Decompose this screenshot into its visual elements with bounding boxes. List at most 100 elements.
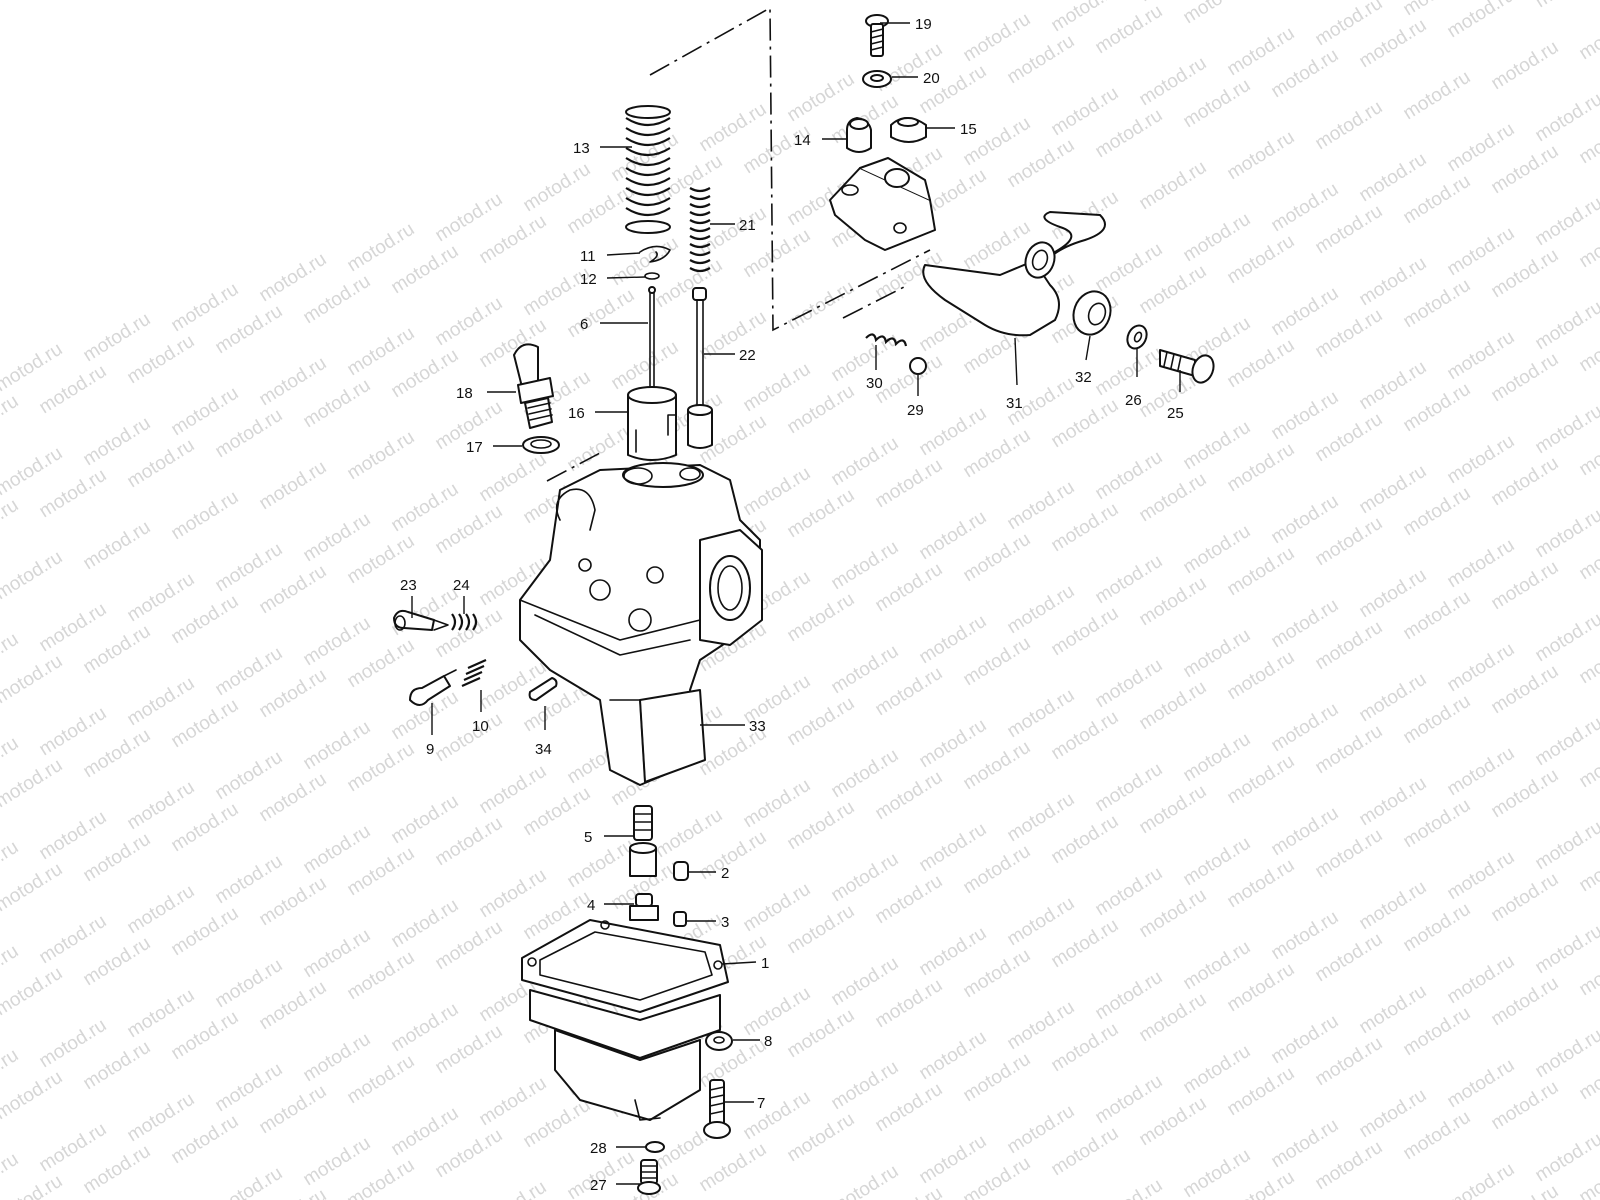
watermark-text: motod.ru (1136, 573, 1211, 631)
callout-23: 23 (400, 577, 417, 594)
watermark-text: motod.ru (1532, 713, 1600, 771)
washer-20 (862, 70, 892, 88)
assembly-guide-lines (546, 6, 931, 482)
watermark-text: motod.ru (1400, 67, 1475, 125)
washer-17 (522, 436, 560, 454)
watermark-text: motod.ru (300, 271, 375, 329)
watermark-text: motod.ru (1312, 1033, 1387, 1091)
watermark-text: motod.ru (168, 695, 243, 753)
callout-32: 32 (1075, 369, 1092, 386)
watermark-text: motod.ru (872, 351, 947, 409)
bolt-25 (1159, 349, 1215, 384)
watermark-text: motod.ru (1488, 1077, 1563, 1135)
watermark-text: motod.ru (1400, 691, 1475, 749)
watermark-text: motod.ru (80, 725, 155, 783)
watermark-text: motod.ru (344, 843, 419, 901)
watermark-text: motod.ru (344, 739, 419, 797)
watermark-text: motod.ru (0, 391, 22, 449)
watermark-text: motod.ru (564, 285, 639, 343)
watermark-text: motod.ru (1400, 587, 1475, 645)
watermark-text: motod.ru (1224, 751, 1299, 809)
watermark-text: motod.ru (344, 1051, 419, 1109)
callout-16: 16 (568, 405, 585, 422)
watermark-text: motod.ru (1048, 499, 1123, 557)
watermark-text: motod.ru (1312, 1137, 1387, 1195)
callout-6: 6 (580, 316, 588, 333)
watermark-text: motod.ru (652, 255, 727, 313)
watermark-text: motod.ru (1312, 721, 1387, 779)
watermark-text: motod.ru (168, 487, 243, 545)
watermark-text: motod.ru (168, 799, 243, 857)
callout-19: 19 (915, 16, 932, 33)
watermark-text: motod.ru (80, 621, 155, 679)
watermark-text: motod.ru (872, 767, 947, 825)
watermark-text: motod.ru (696, 307, 771, 365)
watermark-text: motod.ru (0, 547, 66, 605)
watermark-text: motod.ru (1048, 1019, 1123, 1077)
watermark-text: motod.ru (168, 591, 243, 649)
watermark-text: motod.ru (0, 963, 66, 1021)
watermark-text: motod.ru (1268, 45, 1343, 103)
watermark-text: motod.ru (1004, 135, 1079, 193)
watermark-text: motod.ru (1224, 855, 1299, 913)
watermark-text: motod.ru (1048, 707, 1123, 765)
watermark-text: motod.ru (168, 903, 243, 961)
callout-33: 33 (749, 718, 766, 735)
spring-10 (461, 658, 487, 688)
watermark-text: motod.ru (960, 425, 1035, 483)
watermark-text: motod.ru (212, 405, 287, 463)
callout-1: 1 (761, 955, 769, 972)
drain-screw-27 (637, 1159, 661, 1195)
watermark-text: motod.ru (1444, 1159, 1519, 1200)
watermark-text: motod.ru (696, 1139, 771, 1197)
watermark-text: motod.ru (1312, 305, 1387, 363)
callout-8: 8 (764, 1033, 772, 1050)
watermark-text: motod.ru (1488, 453, 1563, 511)
watermark-text: motod.ru (740, 121, 815, 179)
watermark-text: motod.ru (960, 1049, 1035, 1107)
watermark-text: motod.ru (124, 435, 199, 493)
watermark-text: motod.ru (212, 1163, 287, 1200)
throttle-valve-16 (627, 386, 677, 461)
watermark-text: motod.ru (1532, 297, 1600, 355)
watermark-text: motod.ru (1400, 1003, 1475, 1061)
watermark-text: motod.ru (1532, 1129, 1600, 1187)
watermark-text: motod.ru (1400, 1107, 1475, 1165)
watermark-text: motod.ru (80, 1141, 155, 1199)
watermark-text: motod.ru (1488, 349, 1563, 407)
watermark-text: motod.ru (784, 485, 859, 543)
watermark-text: motod.ru (960, 737, 1035, 795)
watermark-text: motod.ru (1136, 1093, 1211, 1151)
watermark-text: motod.ru (1224, 439, 1299, 497)
watermark-text: motod.ru (1400, 275, 1475, 333)
watermark-text: motod.ru (1532, 817, 1600, 875)
watermark-text: motod.ru (36, 465, 111, 523)
jet-needle-6 (648, 286, 656, 391)
eclip-12 (644, 272, 660, 280)
watermark-text: motod.ru (80, 517, 155, 575)
watermark-text: motod.ru (784, 901, 859, 959)
callout-7: 7 (757, 1095, 765, 1112)
watermark-text: motod.ru (872, 559, 947, 617)
spring-21 (689, 187, 711, 273)
spring-24 (451, 613, 478, 631)
watermark-text: motod.ru (1488, 973, 1563, 1031)
watermark-text: motod.ru (1400, 379, 1475, 437)
watermark-text: motod.ru (872, 663, 947, 721)
watermark-text: motod.ru (1136, 469, 1211, 527)
callout-24: 24 (453, 577, 470, 594)
callout-13: 13 (573, 140, 590, 157)
callout-17: 17 (466, 439, 483, 456)
callout-26: 26 (1125, 392, 1142, 409)
watermark-text: motod.ru (0, 859, 66, 917)
watermark-text: motod.ru (872, 871, 947, 929)
callout-15: 15 (960, 121, 977, 138)
callout-14: 14 (794, 132, 811, 149)
watermark-text: motod.ru (256, 873, 331, 931)
watermark-text: motod.ru (960, 529, 1035, 587)
screw-19 (865, 14, 889, 57)
watermark-text: motod.ru (1136, 989, 1211, 1047)
watermark-text: motod.ru (124, 331, 199, 389)
watermark-text: motod.ru (0, 495, 22, 553)
